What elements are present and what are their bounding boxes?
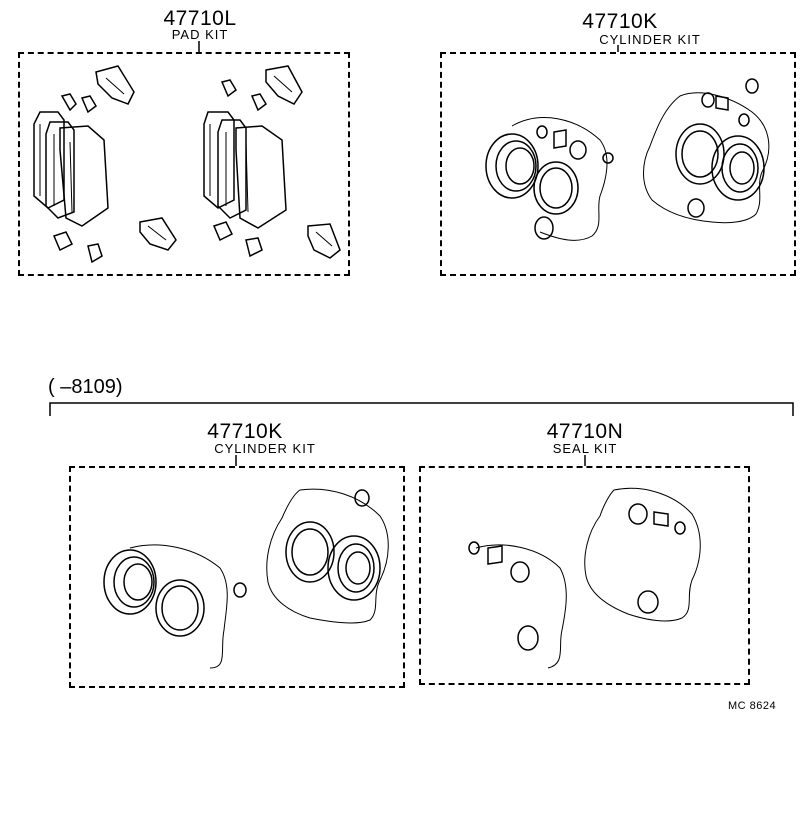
pad-kit-box: [18, 52, 350, 276]
caliper-outline-left: [511, 117, 608, 241]
range-bracket: [49, 402, 794, 416]
anti-squeal-shims: [95, 65, 341, 259]
caliper-outline-seal-right: [584, 487, 701, 622]
brake-pad-set-right: [203, 111, 287, 229]
kit-name-cylinder-kit-bottom: CYLINDER KIT: [214, 441, 316, 456]
diagram-code: MC 8624: [728, 700, 777, 712]
piston-seal-rings-top: [485, 123, 765, 215]
caliper-outline-right: [643, 92, 770, 224]
caliper-outline-bottom-right: [266, 488, 389, 624]
caliper-outline-bottom-left: [129, 544, 228, 669]
kit-number-pad-kit: 47710L: [163, 7, 237, 30]
kit-name-pad-kit: PAD KIT: [171, 27, 229, 42]
caliper-outline-seal-left: [475, 544, 567, 669]
kit-name-cylinder-kit-top: CYLINDER KIT: [599, 32, 701, 47]
kit-number-seal-kit: 47710N: [546, 420, 624, 443]
small-seals-top: [534, 78, 759, 240]
kit-name-seal-kit: SEAL KIT: [552, 441, 618, 456]
small-seals-seal-kit: [468, 503, 686, 651]
small-seals-bottom: [233, 489, 370, 598]
date-range-label: ( –8109): [48, 376, 123, 398]
cylinder-kit-top-box: [440, 52, 796, 276]
kit-number-cylinder-kit-top: 47710K: [582, 10, 658, 33]
cylinder-kit-bottom-box: [69, 466, 405, 688]
pad-clips: [52, 79, 267, 264]
brake-pad-set-left: [33, 111, 109, 227]
kit-number-cylinder-kit-bottom: 47710K: [207, 420, 283, 443]
piston-seal-rings-bottom: [103, 521, 381, 637]
seal-kit-box: [419, 466, 750, 685]
